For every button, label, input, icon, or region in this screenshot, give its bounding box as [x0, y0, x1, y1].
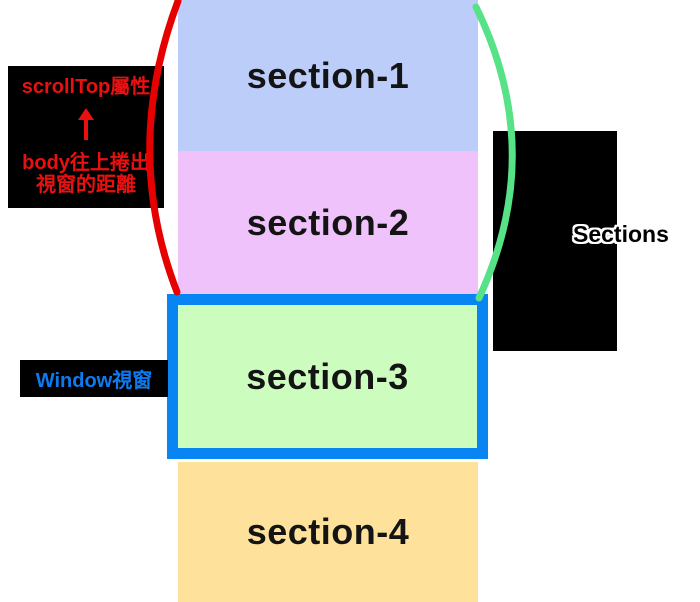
window-viewport-box: section-3 [167, 294, 488, 459]
scroll-distance-line-1: body往上捲出 [22, 152, 150, 174]
scrolltop-annotation-box: scrollTop屬性 body往上捲出 視窗的距離 [8, 66, 164, 208]
section-2-label: section-2 [246, 201, 410, 243]
section-1-label: section-1 [246, 54, 410, 96]
section-4: section-4 [178, 462, 478, 602]
up-arrow-head [78, 108, 94, 120]
sections-overlay-label: Sections [573, 221, 669, 247]
section-1: section-1 [178, 0, 478, 151]
window-label-text: Window視窗 [35, 370, 153, 392]
up-arrow-shaft [84, 120, 88, 140]
scrolltop-property-label: scrollTop屬性 [21, 76, 151, 98]
section-3: section-3 [178, 305, 477, 448]
window-label-box: Window視窗 [20, 360, 168, 397]
scroll-distance-line-2: 視窗的距離 [36, 174, 136, 196]
section-4-label: section-4 [246, 511, 410, 552]
section-2: section-2 [178, 151, 478, 294]
section-3-label: section-3 [246, 355, 409, 397]
right-annotation-box: Sections [493, 131, 669, 351]
up-arrow-icon [78, 108, 94, 142]
